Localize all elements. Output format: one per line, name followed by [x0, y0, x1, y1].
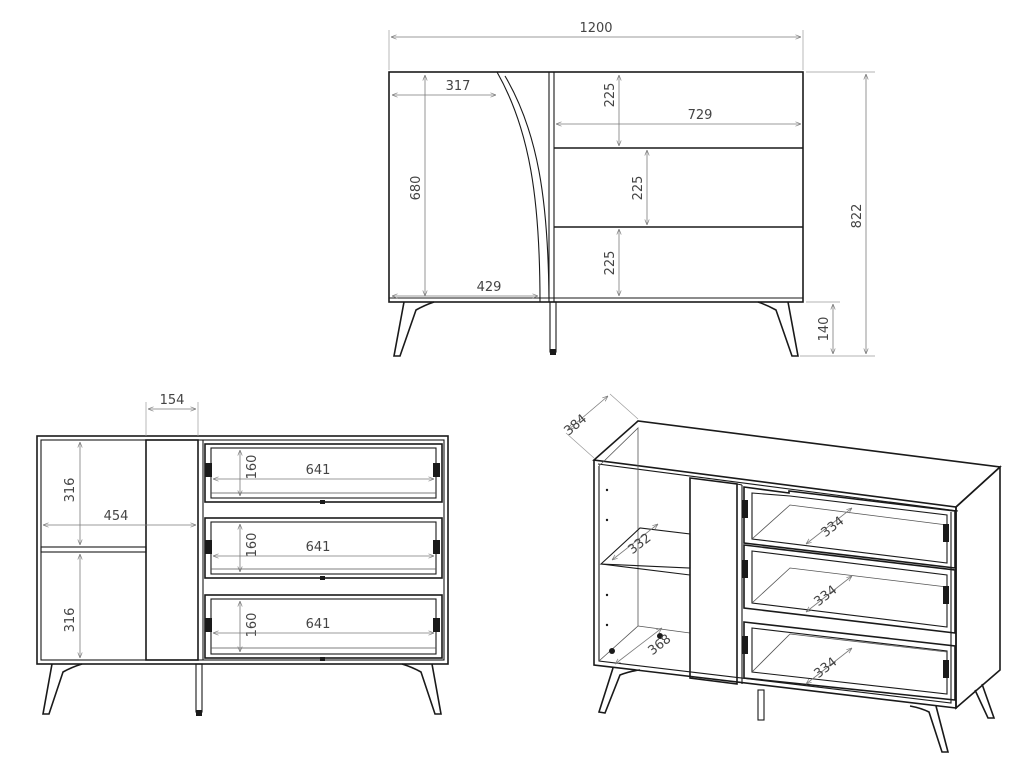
iso-middle-panel [689, 477, 738, 685]
label-leg-height: 140 [817, 317, 832, 342]
iso-leg-front-right [909, 705, 950, 753]
label-depth: 384 [561, 412, 590, 439]
middle-panel [145, 439, 199, 661]
open-drawer-1 [204, 443, 443, 504]
dim-depth [568, 396, 608, 430]
label-drawer-width: 729 [688, 108, 713, 123]
front-view: 1200 317 680 429 729 225 225 225 822 140 [388, 21, 875, 357]
label-drawer-inner-height-1: 160 [245, 455, 260, 480]
iso-drawer-3 [742, 621, 956, 701]
label-middle-panel-width: 154 [160, 393, 185, 408]
label-drawer-inner-height-2: 160 [245, 533, 260, 558]
open-view: 154 316 316 454 160 160 160 641 641 641 [36, 393, 449, 716]
label-drawer-inner-width-3: 641 [306, 617, 331, 632]
iso-right-side [955, 465, 1001, 710]
label-compartment-height-bottom: 316 [63, 608, 78, 633]
leg-left [393, 301, 435, 357]
open-drawer-2 [204, 517, 443, 580]
label-shelf-depth-bottom: 368 [645, 632, 674, 659]
leg-right [757, 301, 799, 357]
iso-front-inner [598, 466, 952, 704]
label-drawer-depth-2: 334 [811, 583, 840, 610]
label-compartment-width: 454 [104, 509, 129, 524]
label-compartment-height-top: 316 [63, 478, 78, 503]
iso-drawer-1 [742, 486, 956, 569]
dim-drawer-depth-2 [806, 576, 852, 612]
iso-drawer-2 [742, 544, 956, 634]
open-leg-center [195, 663, 203, 713]
label-door-top-width: 317 [446, 79, 471, 94]
open-drawer-3 [204, 594, 443, 661]
door-curve-edge [496, 71, 541, 303]
label-drawer-height-1: 225 [603, 83, 618, 108]
label-drawer-inner-height-3: 160 [245, 613, 260, 638]
dim-drawer-depth-1 [806, 508, 852, 544]
open-cabinet-inner [40, 439, 445, 661]
front-cabinet-body [388, 71, 804, 303]
label-drawer-height-3: 225 [603, 251, 618, 276]
iso-leg-center [757, 689, 765, 721]
iso-floor-back [637, 625, 691, 634]
leg-center-foot [550, 349, 556, 355]
iso-leg-back-right [974, 683, 996, 719]
iso-leg-left [597, 667, 641, 714]
label-door-height: 680 [409, 176, 424, 201]
door-curve-inner [504, 75, 550, 299]
open-leg-center-foot [196, 710, 202, 716]
iso-front-top-edge [597, 463, 959, 512]
label-drawer-inner-width-1: 641 [306, 463, 331, 478]
label-overall-width: 1200 [579, 21, 612, 36]
label-drawer-depth-3: 334 [811, 655, 840, 682]
label-overall-height: 822 [850, 204, 865, 229]
iso-view: 384 332 368 334 334 334 [561, 393, 1002, 753]
label-drawer-inner-width-2: 641 [306, 540, 331, 555]
iso-front-frame [593, 460, 957, 709]
dim-shelf-depth-bottom [615, 628, 662, 664]
iso-top-face [592, 420, 1002, 508]
open-leg-right [401, 663, 442, 715]
label-drawer-depth-1: 334 [818, 514, 847, 541]
label-drawer-height-2: 225 [631, 176, 646, 201]
label-shelf-depth-top: 332 [625, 531, 654, 558]
leg-center [549, 301, 557, 353]
dim-shelf-depth-top [612, 524, 658, 560]
open-cabinet-body [36, 435, 449, 665]
left-shelf [40, 546, 147, 553]
dim-drawer-depth-3 [806, 648, 852, 684]
label-door-bottom-width: 429 [477, 280, 502, 295]
open-leg-left [42, 663, 83, 715]
